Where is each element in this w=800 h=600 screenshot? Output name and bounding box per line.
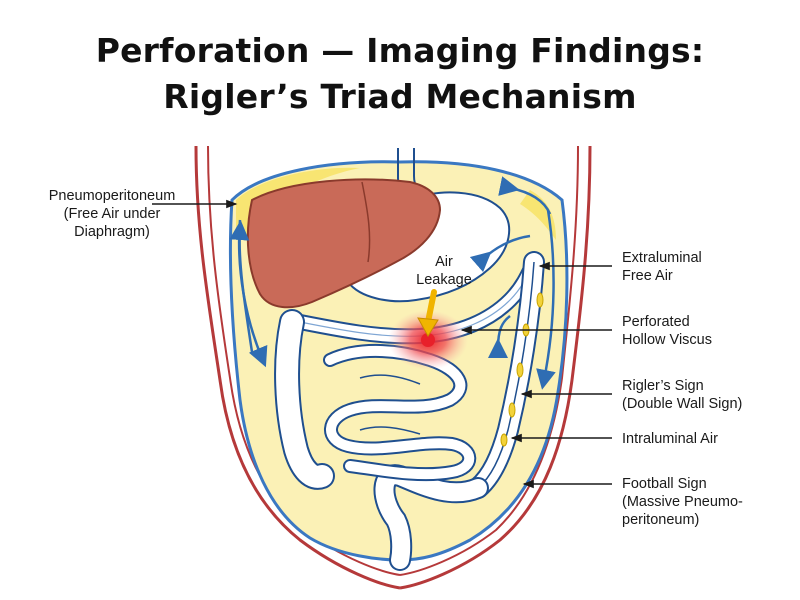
label-riglers-sign-line-2: (Double Wall Sign) bbox=[622, 396, 742, 412]
label-pneumoperitoneum-line-2: (Free Air under bbox=[64, 206, 161, 222]
label-pneumoperitoneum-line-1: Pneumoperitoneum bbox=[49, 188, 176, 204]
label-riglers-sign-line-1: Rigler’s Sign bbox=[622, 378, 704, 394]
sigmoid-colon bbox=[373, 464, 489, 571]
descending-colon bbox=[467, 251, 545, 499]
label-pneumoperitoneum-line-3: Diaphragm) bbox=[74, 224, 150, 240]
label-extraluminal: Extraluminal Free Air bbox=[622, 250, 702, 284]
free-air-flow-arrows bbox=[229, 176, 556, 390]
label-intraluminal-line-1: Intraluminal Air bbox=[622, 431, 718, 447]
label-football-sign-line-1: Football Sign bbox=[622, 476, 707, 492]
label-air-leakage: Air Leakage bbox=[416, 254, 472, 288]
title-line-2: Rigler’s Triad Mechanism bbox=[163, 77, 637, 116]
label-perforated-line-2: Hollow Viscus bbox=[622, 332, 712, 348]
label-perforated-line-1: Perforated bbox=[622, 314, 690, 330]
label-extraluminal-line-1: Extraluminal bbox=[622, 250, 702, 266]
label-football-sign-line-3: peritoneum) bbox=[622, 512, 699, 528]
label-football-sign-line-2: (Massive Pneumo- bbox=[622, 494, 743, 510]
title-line-1: Perforation — Imaging Findings: bbox=[95, 31, 705, 70]
perforation-site bbox=[388, 310, 468, 370]
page-title: Perforation — Imaging Findings: Rigler’s… bbox=[0, 28, 800, 120]
air-leakage-arrow bbox=[417, 289, 439, 337]
label-extraluminal-line-2: Free Air bbox=[622, 268, 673, 284]
label-intraluminal: Intraluminal Air bbox=[622, 431, 718, 447]
label-air-leakage-line-1: Air bbox=[435, 254, 453, 270]
leader-lines bbox=[152, 199, 612, 489]
liver bbox=[246, 178, 442, 309]
label-riglers-sign: Rigler’s Sign (Double Wall Sign) bbox=[622, 378, 742, 412]
label-football-sign: Football Sign (Massive Pneumo- peritoneu… bbox=[622, 476, 743, 528]
label-pneumoperitoneum: Pneumoperitoneum (Free Air under Diaphra… bbox=[49, 188, 176, 240]
label-air-leakage-line-2: Leakage bbox=[416, 272, 472, 288]
body-wall bbox=[194, 145, 592, 590]
label-perforated: Perforated Hollow Viscus bbox=[622, 314, 712, 348]
ascending-colon bbox=[274, 309, 335, 490]
